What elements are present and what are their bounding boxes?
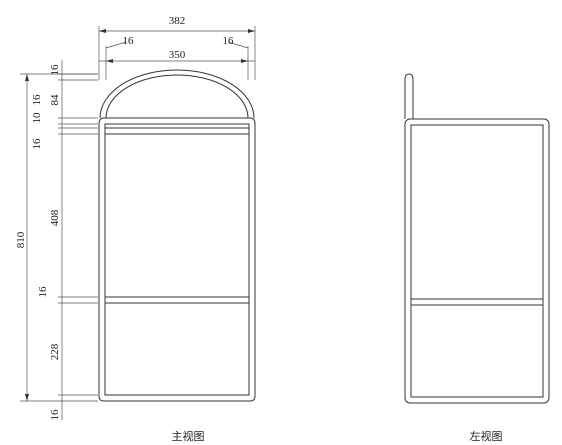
frame-outer (98, 117, 256, 402)
dim-arch-label: 84 (49, 94, 61, 106)
dim-bottom-cap-label: 16 (49, 409, 61, 421)
dim-inner-width-label: 350 (169, 49, 186, 61)
dim-margins: 16 16 (105, 35, 249, 80)
dim-top-cap-label: 16 (49, 64, 61, 76)
dim-total-height-label: 810 (15, 231, 27, 248)
dim-lower-panel-label: 228 (49, 343, 61, 360)
dim-bar-gap-label: 16 (31, 138, 43, 150)
side-view-caption: 左视图 (470, 429, 503, 443)
side-view: 左视图 (404, 73, 550, 443)
dim-arch-gap-label: 16 (31, 94, 43, 106)
dim-mid-bar-label: 16 (37, 286, 49, 298)
dim-overall-width: 382 (98, 15, 256, 80)
arch-inner (105, 74, 249, 119)
front-view-caption: 主视图 (172, 429, 205, 443)
dim-left-margin-label: 16 (123, 35, 135, 47)
side-frame-inner (410, 124, 544, 398)
dim-right-margin-label: 16 (223, 35, 235, 47)
dim-upper-panel-label: 408 (49, 209, 61, 226)
side-frame-outer (404, 118, 550, 404)
front-view: 382 16 16 350 (15, 15, 256, 443)
side-post (404, 73, 414, 119)
dim-bar-label: 10 (31, 112, 43, 124)
dim-overall-width-label: 382 (169, 15, 186, 27)
arch-outer (99, 69, 255, 119)
dim-vertical: 810 16 16 84 10 16 408 16 228 16 (15, 60, 98, 421)
frame-inner (104, 123, 250, 396)
dim-inner-width: 350 (99, 49, 255, 63)
